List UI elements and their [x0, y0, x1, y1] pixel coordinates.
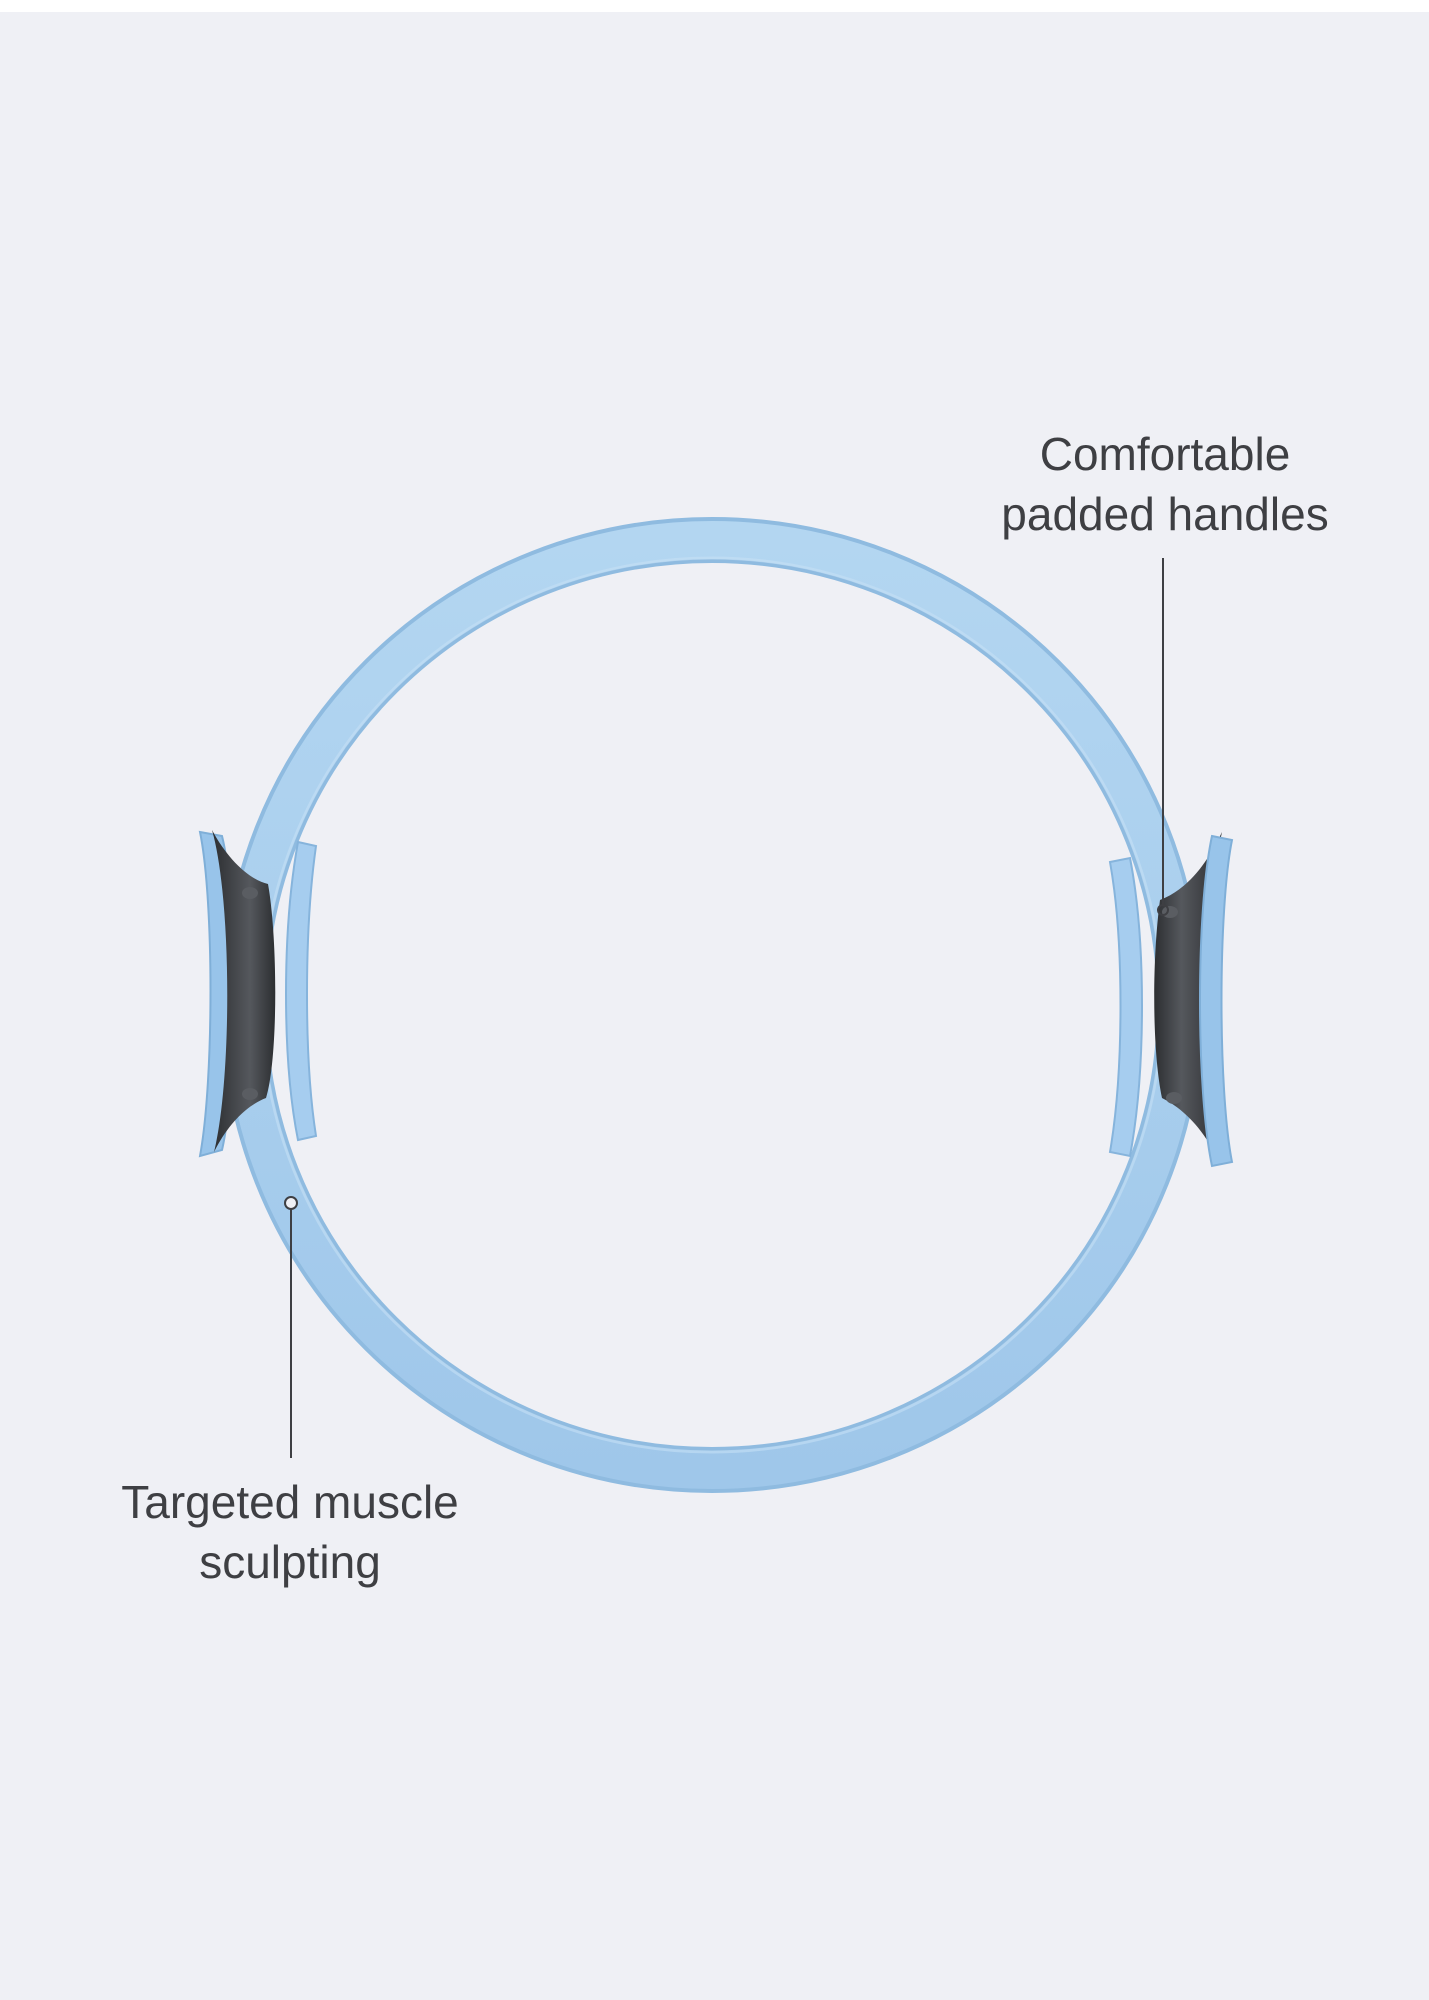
callout-handles-line2: padded handles [1001, 488, 1329, 540]
callout-muscle-line2: sculpting [199, 1536, 381, 1588]
callout-comfortable-padded-handles: Comfortable padded handles [960, 424, 1370, 544]
callout-targeted-muscle-sculpting: Targeted muscle sculpting [90, 1472, 490, 1592]
left-handle [198, 830, 318, 1158]
leader-line-muscle [284, 1196, 298, 1458]
leader-line-handles [1157, 558, 1169, 916]
callout-muscle-line1: Targeted muscle [121, 1476, 459, 1528]
callout-handles-line1: Comfortable [1039, 428, 1291, 480]
ring-body [221, 517, 1203, 1493]
